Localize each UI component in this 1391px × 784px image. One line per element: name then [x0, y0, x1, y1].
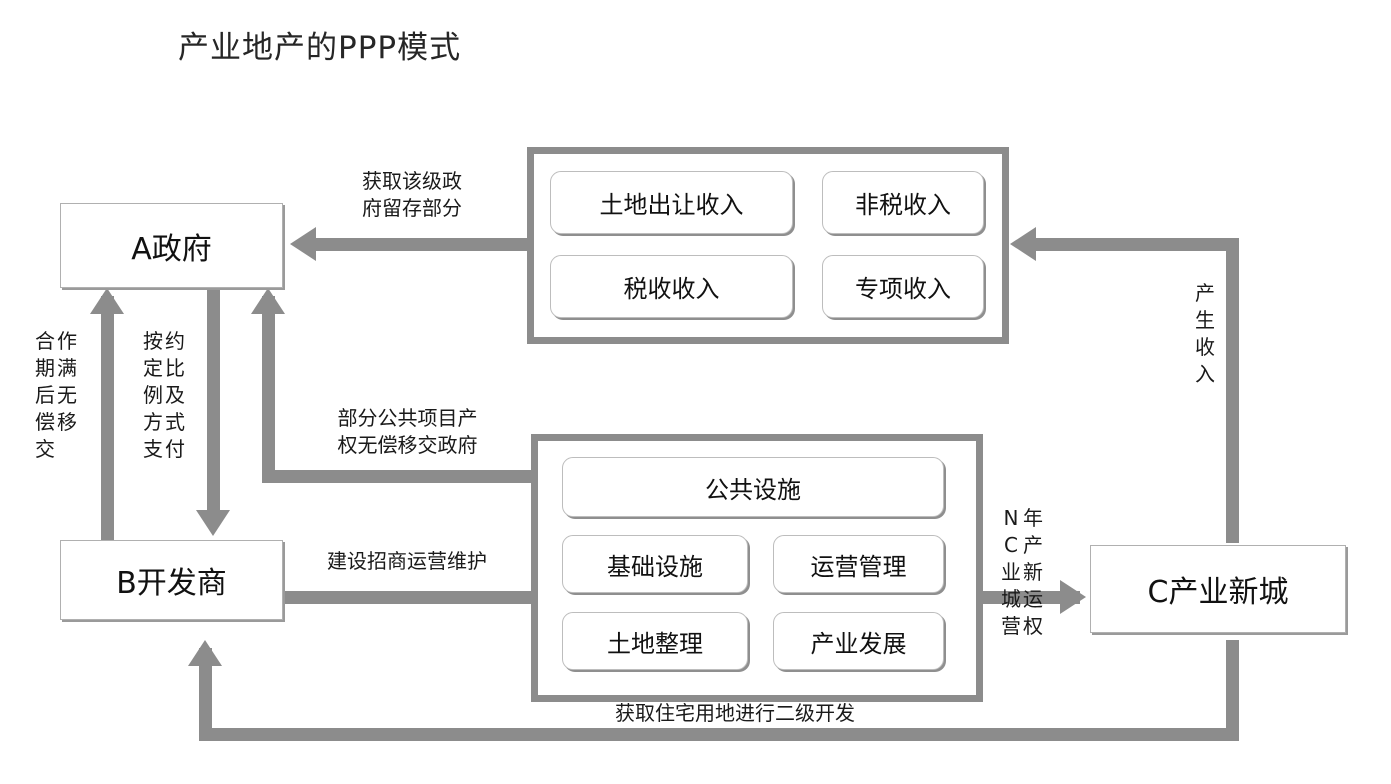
edge-label-pay-col-right: 约 比 及 式 付 [165, 329, 185, 461]
edge-label-transfer-col-left: 合 期 后 偿 交 [35, 329, 55, 461]
actor-label-newcity: C产业新城 [1147, 575, 1289, 610]
service-chip-label: 运营管理 [810, 552, 907, 581]
service-chip-infrastructure[interactable]: 基础设施 [562, 535, 748, 593]
edge-newcity-to-dev-arrowhead [188, 640, 222, 666]
page-title: 产业地产的PPP模式 [178, 30, 462, 66]
edge-newcity-to-dev-vertical-right [1226, 640, 1239, 741]
edge-newcity-to-revenue-arrowhead [1010, 227, 1036, 261]
edge-label-generate-revenue-col: 产 生 收 入 [1195, 281, 1215, 386]
edge-label-operating-right: 年 产 新 运 权 N C 业 城 营 [1000, 505, 1044, 640]
revenue-chip-special[interactable]: 专项收入 [822, 255, 984, 318]
edge-publicproject-horizontal [262, 470, 534, 483]
edge-label-newcity-to-dev: 获取住宅用地进行二级开发 [615, 701, 855, 725]
revenue-chip-label: 土地出让收入 [599, 191, 744, 219]
revenue-chip-label: 非税收入 [855, 191, 951, 219]
edge-label-operating-col-left: N C 业 城 营 [1001, 506, 1021, 638]
edge-dev-to-newcity-arrowhead [1060, 580, 1086, 614]
edge-label-transfer-after-term: 作 满 无 移 合 期 后 偿 交 [34, 328, 78, 463]
revenue-chip-tax[interactable]: 税收收入 [550, 255, 793, 318]
edge-label-operating-col-right: 年 产 新 运 权 [1023, 506, 1043, 638]
actor-box-newcity[interactable]: C产业新城 [1090, 545, 1346, 633]
service-chip-operations-management[interactable]: 运营管理 [773, 535, 944, 593]
edge-label-generate-revenue: 产 生 收 入 [1194, 280, 1216, 388]
edge-transfer-line [101, 296, 114, 541]
actor-box-developer[interactable]: B开发商 [60, 540, 283, 620]
revenue-chip-label: 专项收入 [855, 275, 951, 303]
service-chip-label: 产业发展 [810, 629, 907, 658]
edge-newcity-to-revenue-horizontal [1036, 238, 1239, 251]
service-chip-label: 基础设施 [607, 552, 703, 581]
edge-newcity-to-revenue-vertical [1226, 238, 1239, 543]
revenue-group-box: 土地出让收入 非税收入 税收收入 专项收入 [527, 147, 1009, 344]
edge-transfer-arrowhead [90, 288, 124, 314]
service-chip-label: 土地整理 [607, 629, 703, 658]
revenue-chip-land-transfer[interactable]: 土地出让收入 [550, 171, 793, 234]
edge-publicproject-vertical [262, 296, 275, 480]
actor-label-government: A政府 [131, 231, 212, 267]
actor-label-developer: B开发商 [116, 566, 227, 601]
edge-label-pay-col-left: 按 定 例 方 支 [143, 329, 163, 461]
actor-box-government[interactable]: A政府 [60, 203, 283, 288]
edge-newcity-to-dev-horizontal [199, 728, 1239, 741]
revenue-chip-label: 税收收入 [623, 275, 720, 303]
edge-label-pay-by-agreement: 约 比 及 式 付 按 定 例 方 支 [142, 328, 186, 463]
service-group-box: 公共设施 基础设施 运营管理 土地整理 产业发展 [531, 434, 983, 702]
edge-label-dev-to-services: 建设招商运营维护 [327, 549, 487, 573]
edge-label-revenue-to-government: 获取该级政 府留存部分 [362, 169, 462, 220]
service-chip-public-facility[interactable]: 公共设施 [562, 457, 944, 517]
service-chip-industry-development[interactable]: 产业发展 [773, 612, 944, 670]
edge-payment-arrowhead [196, 510, 230, 536]
edge-revenue-to-government-line [316, 238, 532, 251]
service-chip-land-development[interactable]: 土地整理 [562, 612, 748, 670]
revenue-chip-nontax[interactable]: 非税收入 [822, 171, 984, 234]
edge-newcity-to-dev-vertical-left [199, 648, 212, 733]
edge-payment-line [207, 288, 220, 513]
edge-publicproject-arrowhead [251, 288, 285, 314]
edge-label-publicproject-to-government: 部分公共项目产 权无偿移交政府 [337, 406, 478, 457]
edge-revenue-to-government-arrowhead [290, 227, 316, 261]
edge-label-transfer-col-right: 作 满 无 移 [57, 329, 77, 434]
service-chip-label: 公共设施 [705, 475, 801, 504]
